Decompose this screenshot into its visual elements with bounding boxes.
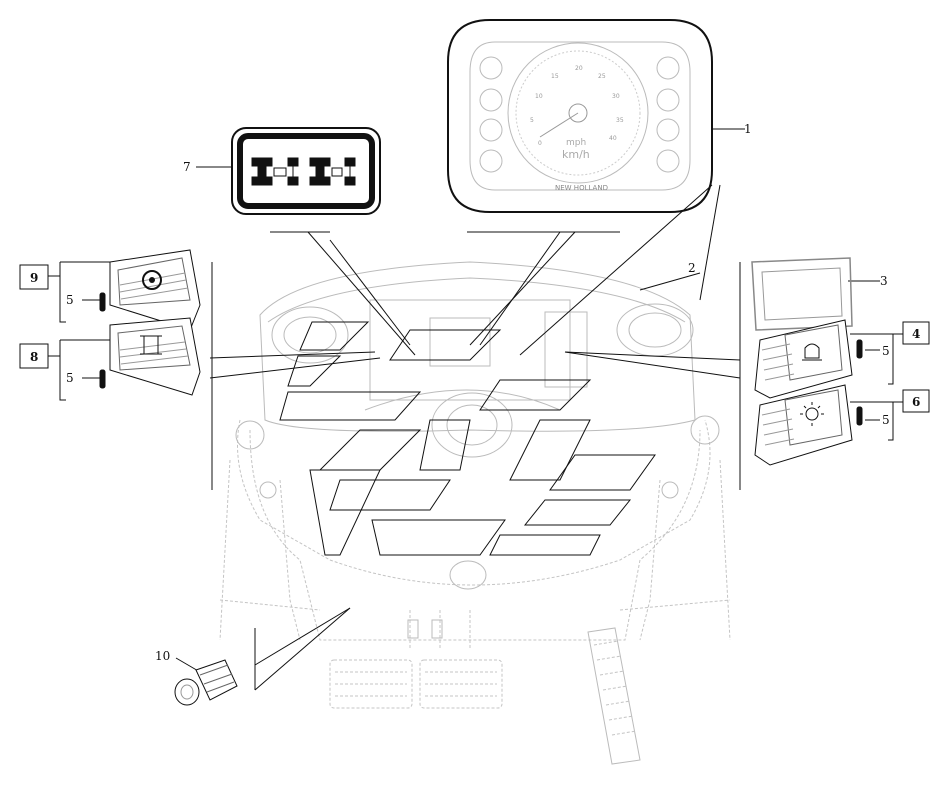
tick-35: 35	[616, 117, 624, 124]
logo-chevron-overlay	[279, 321, 656, 556]
callout-box-6	[902, 389, 930, 413]
four-wheel-drive-icon	[140, 335, 162, 355]
beacon-light-icon	[802, 343, 822, 361]
bulb-connector-icon[interactable]	[174, 659, 238, 706]
callout-box-8	[19, 343, 49, 369]
four-wheel-drive-icon	[251, 157, 356, 186]
bulb-pins-left	[99, 292, 106, 389]
switch-part-6[interactable]	[754, 384, 853, 466]
tractor-cab-outline	[219, 261, 731, 765]
leader-lines	[48, 128, 903, 691]
blank-cover-plate-part-3[interactable]	[751, 257, 853, 331]
callout-5-bottom-left: 5	[66, 371, 74, 385]
callout-3: 3	[880, 274, 888, 288]
brand-logo: NEW HOLLAND	[555, 184, 608, 192]
tick-20: 20	[575, 65, 583, 72]
callout-box-9	[19, 264, 49, 290]
tick-5: 5	[530, 117, 534, 124]
callout-2: 2	[688, 261, 696, 275]
callout-7: 7	[183, 160, 191, 174]
callout-4: 4	[912, 327, 920, 341]
instrument-cluster-part-1[interactable]: 0 5 10 15 20 25 30 35 40 mph km/h NEW HO…	[447, 19, 713, 213]
callout-10: 10	[155, 649, 170, 663]
callout-1: 1	[744, 122, 752, 136]
callout-5-top-left: 5	[66, 293, 74, 307]
callout-8: 8	[30, 350, 38, 364]
switch-part-4[interactable]	[754, 319, 853, 399]
bulb-pins-right	[856, 339, 863, 426]
speedometer-icon: 0 5 10 15 20 25 30 35 40 mph km/h	[507, 42, 649, 184]
switch-part-8[interactable]	[109, 317, 201, 396]
callout-5-top-right: 5	[882, 344, 890, 358]
floor-pedal-plates	[329, 659, 503, 709]
tick-15: 15	[551, 73, 559, 80]
four-wheel-drive-decal-part-7[interactable]	[231, 127, 381, 215]
tick-0: 0	[538, 140, 542, 147]
work-light-icon	[800, 402, 824, 426]
units-kmh: km/h	[562, 148, 590, 161]
callout-5-bottom-right: 5	[882, 413, 890, 427]
callout-6: 6	[912, 395, 920, 409]
units-mph: mph	[566, 138, 586, 148]
tick-10: 10	[535, 93, 543, 100]
differential-lock-icon	[142, 270, 162, 290]
callout-9: 9	[30, 271, 38, 285]
tick-40: 40	[609, 135, 617, 142]
tick-30: 30	[612, 93, 620, 100]
switch-part-9[interactable]	[109, 249, 201, 331]
warning-lamp-icons	[479, 56, 680, 173]
callout-box-4	[902, 321, 930, 345]
tick-25: 25	[598, 73, 606, 80]
